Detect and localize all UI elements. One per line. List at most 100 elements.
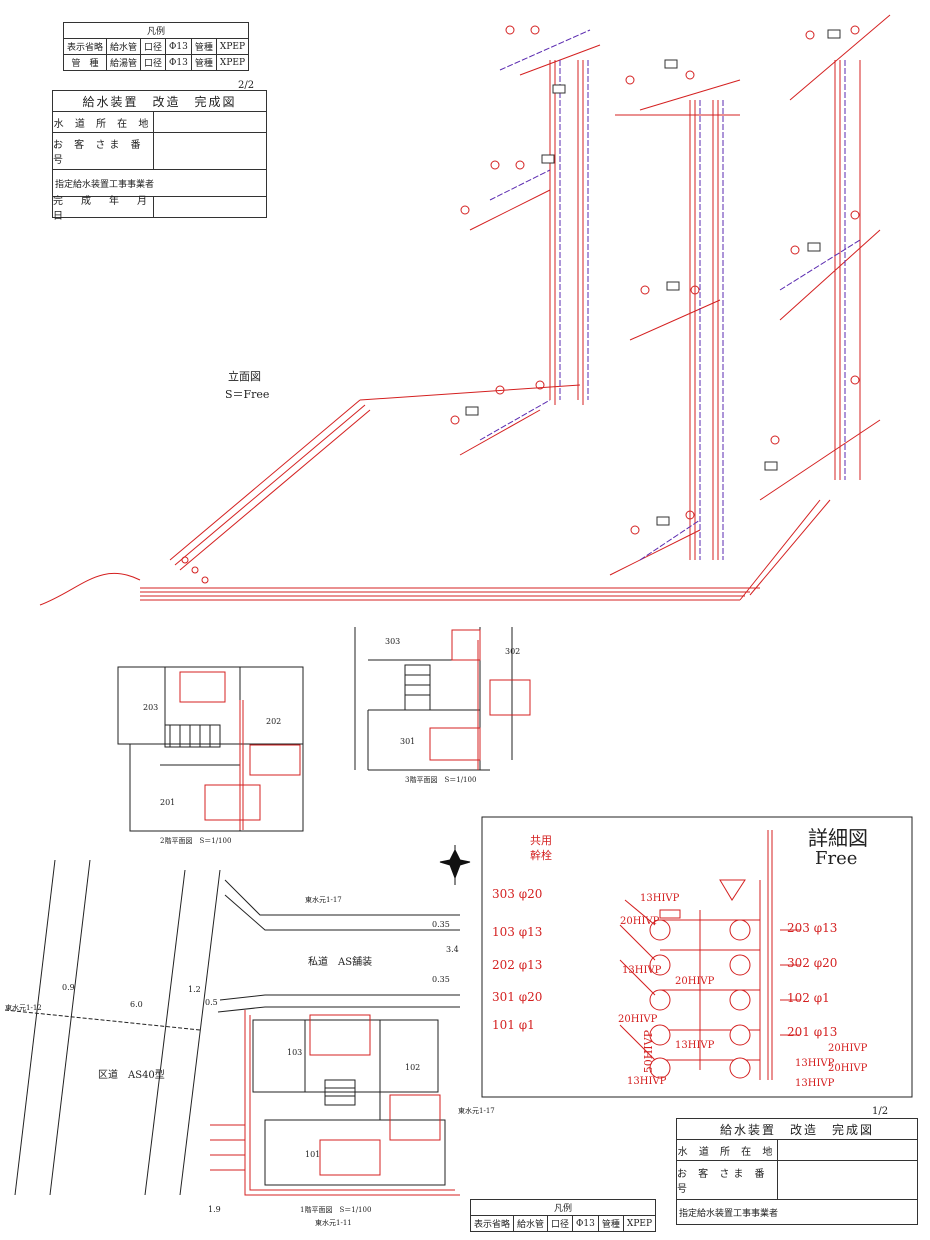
legend-cell: 給水管 [106, 38, 142, 55]
legend-cell: Φ13 [165, 54, 192, 71]
title-row-label: 指定給水装置工事事業者 [55, 179, 155, 190]
elevation-room-tags [465, 29, 841, 526]
legend-cell: 給湯管 [106, 54, 142, 71]
title-row-label: 指定給水装置工事事業者 [679, 1208, 779, 1219]
legend-cell: 管種 [190, 54, 217, 71]
detail-pipe-label: 13HIVP [622, 965, 662, 976]
legend-cell: 管種 [597, 1215, 624, 1232]
detail-pipe-label: 50HIVP [642, 1030, 655, 1074]
detail-leaders [619, 899, 800, 1061]
dimension-label: 3.4 [446, 945, 459, 954]
elevation-hot-lines [479, 29, 861, 561]
dimension-label: 0.35 [432, 975, 450, 984]
legend-cell: 管種 [190, 38, 217, 55]
detail-pipe-label: 13HIVP [640, 893, 680, 904]
detail-room-label: 101 φ1 [492, 1018, 535, 1032]
elevation-supply-lines [39, 14, 891, 606]
detail-room-label: 301 φ20 [492, 990, 543, 1004]
detail-room-label: 201 φ13 [787, 1025, 838, 1039]
detail-pipe-label: 20HIVP [828, 1063, 868, 1074]
elevation-fixtures [181, 25, 860, 584]
floor2-plan-walls [117, 666, 304, 832]
page-number-bottom: 1/2 [872, 1106, 889, 1117]
room-label: 101 [305, 1150, 321, 1159]
detail-room-label: 303 φ20 [492, 887, 543, 901]
title-row-label: 完 成 年 月 日 [53, 196, 165, 222]
legend-table-top: 凡例 表示省略 給水管 口径 Φ13 管種 XPEP 管 種 給湯管 口径 Φ1… [62, 22, 250, 71]
address-label: 東水元1-17 [458, 1107, 495, 1115]
detail-room-label: 202 φ13 [492, 958, 543, 972]
private-road-label: 私道 AS舗装 [308, 957, 373, 968]
legend-cell: 給水管 [513, 1215, 549, 1232]
detail-pipe-label: 13HIVP [795, 1058, 835, 1069]
legend-cell: Φ13 [572, 1215, 599, 1232]
detail-meters [649, 919, 751, 1079]
detail-room-label: 302 φ20 [787, 956, 838, 970]
title-row-label: 水 道 所 在 地 [677, 1140, 778, 1160]
detail-pipe-label: 20HIVP [618, 1014, 658, 1025]
detail-pipe-label: 13HIVP [627, 1076, 667, 1087]
legend-title: 凡例 [470, 1199, 656, 1216]
dimension-label: 6.0 [130, 1000, 143, 1009]
legend-cell: Φ13 [165, 38, 192, 55]
legend-cell: 口径 [547, 1215, 574, 1232]
north-arrow [439, 845, 471, 885]
legend-cell: XPEP [215, 38, 250, 55]
room-label: 201 [160, 798, 176, 807]
legend-cell: 表示省略 [62, 38, 108, 55]
detail-pipe-label: 20HIVP [828, 1043, 868, 1054]
dimension-label: 1.2 [188, 985, 201, 994]
site-road-lines [4, 859, 460, 1196]
dimension-label: 1.9 [208, 1205, 221, 1214]
room-label: 301 [400, 737, 416, 746]
title-row-label: 水 道 所 在 地 [53, 112, 154, 132]
ward-road-label: 区道 AS40型 [98, 1070, 165, 1081]
room-label: 203 [143, 703, 159, 712]
dimension-label: 0.5 [205, 998, 218, 1007]
floor1-plan-pipes [210, 1010, 460, 1196]
page-number-top: 2/2 [238, 80, 255, 91]
detail-scale: Free [815, 848, 858, 869]
legend-cell: 管 種 [62, 54, 108, 71]
dimension-label: 0.35 [432, 920, 450, 929]
legend-cell: XPEP [622, 1215, 657, 1232]
title-block-bottom: 給水装置 改造 完成図 水 道 所 在 地 お 客 さま 番 号 指定給水装置工… [676, 1118, 918, 1225]
floor2-caption: 2階平面図 S＝1/100 [160, 837, 232, 845]
legend-title: 凡例 [63, 22, 249, 39]
detail-pipe-label: 20HIVP [675, 976, 715, 987]
address-label: 東水元1-11 [315, 1219, 352, 1227]
floor3-caption: 3階平面図 S＝1/100 [405, 776, 477, 784]
detail-common-label: 共用 [530, 834, 552, 847]
detail-title: 詳細図 [808, 826, 868, 850]
title-block-heading: 給水装置 改造 完成図 [82, 94, 237, 109]
elevation-title: 立面図 [228, 370, 261, 383]
floor3-plan-walls [354, 627, 513, 771]
legend-cell: 口径 [140, 54, 167, 71]
detail-pipe-label: 13HIVP [675, 1040, 715, 1051]
legend-cell: XPEP [215, 54, 250, 71]
room-label: 102 [405, 1063, 421, 1072]
detail-main-valve-label: 幹栓 [530, 849, 552, 862]
room-label: 303 [385, 637, 401, 646]
detail-pipe-label: 13HIVP [795, 1078, 835, 1089]
legend-cell: 表示省略 [469, 1215, 515, 1232]
detail-pipe-label: 20HIVP [620, 916, 660, 927]
address-label: 東水元1-17 [305, 896, 342, 904]
title-block-heading: 給水装置 改造 完成図 [719, 1122, 874, 1137]
floor1-caption: 1階平面図 S＝1/100 [300, 1206, 372, 1214]
room-label: 202 [266, 717, 282, 726]
title-row-label: お 客 さま 番 号 [677, 1161, 778, 1199]
room-label: 103 [287, 1048, 303, 1057]
detail-frame [481, 816, 913, 1098]
detail-room-label: 103 φ13 [492, 925, 543, 939]
legend-cell: 口径 [140, 38, 167, 55]
dimension-label: 0.9 [62, 983, 75, 992]
detail-room-label: 102 φ1 [787, 991, 830, 1005]
floor3-plan-pipes [429, 629, 531, 770]
room-label: 302 [505, 647, 521, 656]
address-label: 東水元1-12 [5, 1004, 42, 1012]
floor1-plan-walls [252, 1019, 446, 1186]
elevation-scale: S＝Free [225, 388, 270, 401]
title-row-label: お 客 さま 番 号 [53, 133, 154, 169]
